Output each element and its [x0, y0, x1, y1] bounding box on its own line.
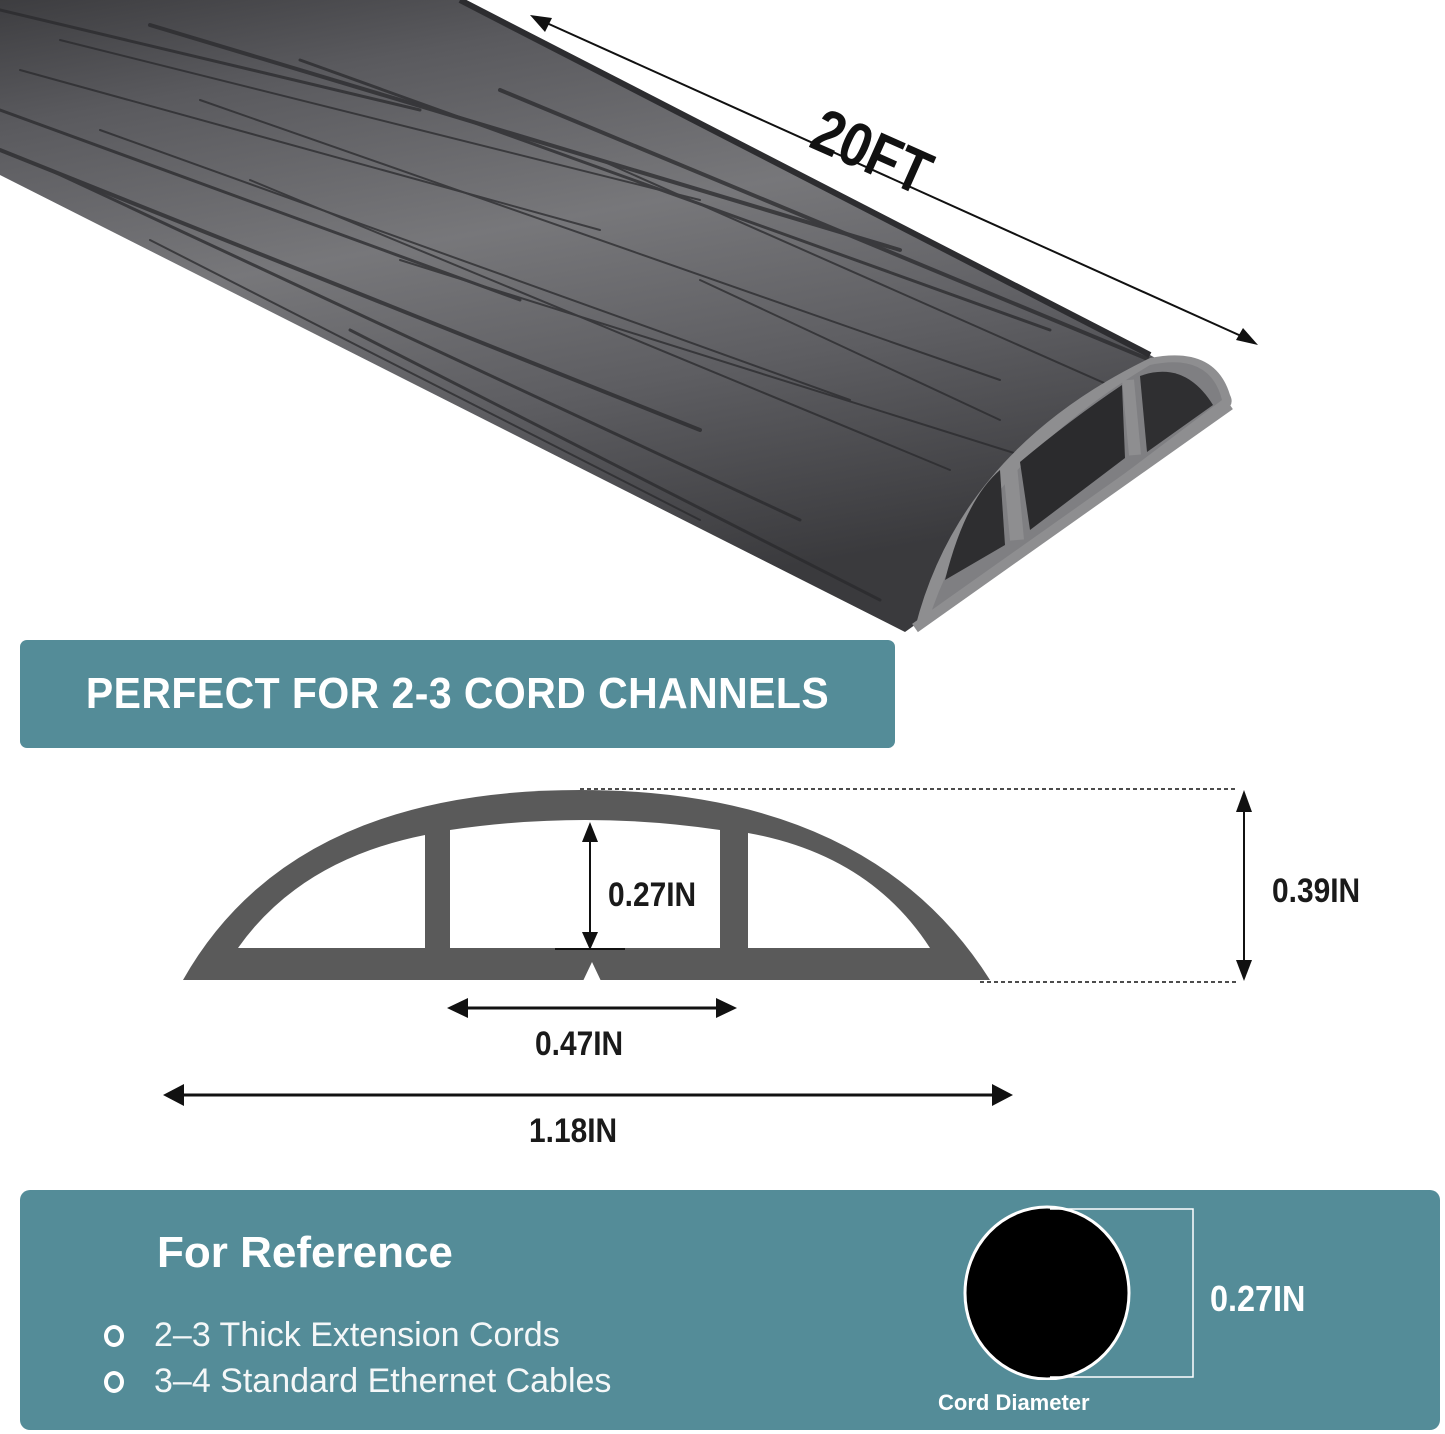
reference-item-text: 3–4 Standard Ethernet Cables: [154, 1362, 612, 1400]
reference-panel: For Reference 2–3 Thick Extension Cords …: [20, 1190, 1440, 1430]
cord-diameter-caption: Cord Diameter: [938, 1390, 1090, 1415]
channel-height-label: 0.27IN: [608, 876, 697, 914]
cross-section-diagram: 0.27IN 0.39IN 0.47IN 1.18IN: [0, 770, 1445, 1170]
bullet-ring-icon: [104, 1370, 124, 1393]
headline-banner: PERFECT FOR 2-3 CORD CHANNELS: [20, 640, 895, 748]
bullet-ring-icon: [104, 1324, 124, 1347]
reference-item: 2–3 Thick Extension Cords: [104, 1316, 560, 1355]
reference-item: 3–4 Standard Ethernet Cables: [104, 1362, 611, 1401]
cord-diameter-graphic: [963, 1205, 1194, 1380]
length-dimension-arrow: [530, 15, 1258, 345]
product-render: 20FT: [0, 0, 1445, 640]
reference-item-text: 2–3 Thick Extension Cords: [154, 1316, 560, 1354]
reference-title: For Reference: [157, 1228, 453, 1277]
channel-end-profile: [912, 355, 1233, 633]
headline-text: PERFECT FOR 2-3 CORD CHANNELS: [85, 669, 830, 718]
total-width-label: 1.18IN: [529, 1112, 618, 1150]
center-width-label: 0.47IN: [535, 1025, 624, 1063]
total-height-label: 0.39IN: [1272, 872, 1361, 910]
cross-section-svg: [163, 788, 1252, 1106]
cord-cover-illustration: [0, 0, 1258, 633]
cord-diameter-value: 0.27IN: [1210, 1278, 1306, 1319]
